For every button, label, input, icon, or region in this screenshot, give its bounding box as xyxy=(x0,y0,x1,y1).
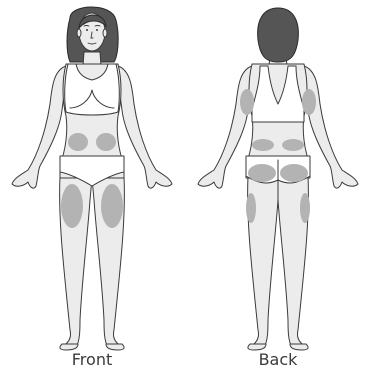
back-upper-arm-right-site xyxy=(302,89,316,115)
back-label: Back xyxy=(228,350,328,369)
front-arm-left xyxy=(12,66,66,188)
back-arm-left xyxy=(198,66,252,188)
front-thigh-right-site xyxy=(101,184,123,228)
front-ear-left xyxy=(77,29,81,37)
front-figure xyxy=(12,7,172,350)
front-eye-left xyxy=(86,29,88,31)
back-buttock-left-site xyxy=(248,164,276,182)
back-thigh-left-site xyxy=(246,193,256,223)
front-thigh-left-site xyxy=(61,184,83,228)
back-buttock-right-site xyxy=(280,164,308,182)
front-eye-right xyxy=(96,29,98,31)
back-flank-left-site xyxy=(252,139,274,151)
front-label: Front xyxy=(42,350,142,369)
front-arm-right xyxy=(118,66,172,188)
back-thigh-right-site xyxy=(300,193,310,223)
back-hair xyxy=(258,8,299,62)
front-abdomen-left-site xyxy=(68,133,88,151)
back-arm-right xyxy=(304,66,358,188)
front-abdomen-right-site xyxy=(96,133,116,151)
back-upper-arm-left-site xyxy=(240,89,254,115)
back-figure xyxy=(198,8,358,350)
front-ear-right xyxy=(103,29,107,37)
back-flank-right-site xyxy=(282,139,304,151)
